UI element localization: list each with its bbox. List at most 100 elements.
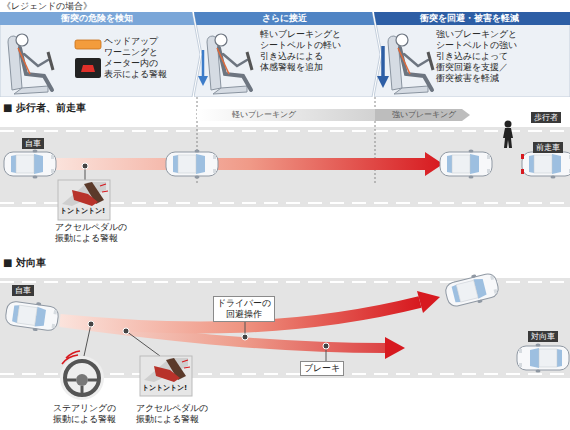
own-car xyxy=(166,150,218,179)
steering-spoke xyxy=(66,379,76,382)
stage-panel: 衝突を回避・被害を軽減強いブレーキングと シートベルトの強い 引き込みによって … xyxy=(374,12,570,97)
chevron-strip xyxy=(0,12,194,25)
chevron-body xyxy=(374,12,570,97)
lead-car xyxy=(521,150,570,179)
road-surface xyxy=(0,127,570,207)
box-text: ドライバーの 回避操作 xyxy=(217,298,271,320)
lane-line xyxy=(0,281,570,283)
avoid-path-arrow xyxy=(60,302,420,327)
chevron-strip xyxy=(194,12,374,25)
callout-dot xyxy=(242,334,248,340)
leader-line xyxy=(84,324,91,356)
brake-arrow xyxy=(381,46,385,78)
section-heading: ■ 対向車 xyxy=(3,256,46,270)
meter-display-icon xyxy=(75,58,101,78)
panel-heading: 衝突を回避・被害を軽減 xyxy=(374,12,564,25)
steering-rim xyxy=(65,361,99,395)
steering-spoke xyxy=(81,386,84,395)
tail-light xyxy=(521,169,524,174)
braking-phase: 強いブレーキング xyxy=(392,109,456,121)
hud-warning-icon xyxy=(75,40,101,49)
vibration-mark xyxy=(62,351,80,364)
seat-figure xyxy=(388,34,433,94)
chevron-body xyxy=(0,12,200,97)
chevron-outline xyxy=(374,12,570,97)
callout-dot xyxy=(88,321,94,327)
sound-text: トントントン! xyxy=(142,383,187,393)
leader-line xyxy=(85,166,86,180)
icon-backdrop xyxy=(60,356,104,400)
phase-guide-line xyxy=(375,97,376,185)
braking-phase: 軽いブレーキング xyxy=(232,109,296,121)
leader-line xyxy=(326,346,327,362)
chevron-body xyxy=(194,12,380,97)
leader-line xyxy=(245,320,246,337)
tail-light xyxy=(521,154,524,159)
road-surface xyxy=(0,278,570,378)
icon-caption: アクセルペダルの 振動による警報 xyxy=(55,222,127,244)
pedal-icon xyxy=(58,180,110,220)
callout-box: ドライバーの 回避操作 xyxy=(213,296,275,322)
steering-icon xyxy=(60,351,104,400)
panel-heading: 衝突の危険を検知 xyxy=(0,12,194,25)
brake-arrow-head xyxy=(377,76,389,88)
object-tag: 自車 xyxy=(22,138,44,149)
callout-dot xyxy=(323,343,329,349)
chevron-strip xyxy=(374,12,570,25)
arrow-head xyxy=(385,337,405,359)
stage-panel: 衝突の危険を検知ヘッドアップ ワーニングと メーター内の 表示による警報 xyxy=(0,12,200,97)
meter-car-icon xyxy=(81,65,95,72)
phase-guide-line xyxy=(197,97,198,185)
own-car xyxy=(4,150,56,179)
lane-line xyxy=(0,130,570,132)
brake-path-arrow xyxy=(60,322,385,348)
strong-braking-band xyxy=(375,109,470,121)
object-tag: 対向車 xyxy=(528,331,558,342)
diagram-title: 《レジェンドの場合》 xyxy=(2,0,92,13)
panel-body: ヘッドアップ ワーニングと メーター内の 表示による警報 xyxy=(104,36,167,80)
object-tag: 歩行者 xyxy=(531,112,561,123)
box-text: ブレーキ xyxy=(304,363,340,374)
brake-arrow-head xyxy=(198,76,208,86)
arrow-head xyxy=(417,291,440,313)
light-braking-band xyxy=(197,109,375,121)
callout-dot xyxy=(123,328,129,334)
brake-arrow xyxy=(202,50,205,78)
section-heading: ■ 歩行者、前走車 xyxy=(3,101,86,115)
own-car xyxy=(4,298,60,334)
seat-figure xyxy=(8,34,53,94)
leader-line xyxy=(126,331,160,356)
callout-dot xyxy=(82,163,88,169)
path-arrow xyxy=(55,152,443,176)
icon-caption: アクセルペダルの 振動による警報 xyxy=(136,403,208,425)
steering-spoke xyxy=(88,379,98,382)
pedestrian-head xyxy=(505,121,512,128)
sound-text: トントントン! xyxy=(60,206,105,216)
panel-body: 軽いブレーキングと シートベルトの軽い 引き込みによる 体感警報を追加 xyxy=(260,29,341,73)
pedestrian-body xyxy=(503,128,513,148)
chevron-outline xyxy=(194,12,380,97)
own-car xyxy=(443,270,500,311)
oncoming-car xyxy=(517,344,569,373)
own-car xyxy=(440,150,492,179)
panel-body: 強いブレーキングと シートベルトの強い 引き込みによって 衝突回避を支援／ 衝突… xyxy=(436,29,517,84)
pedestrian-figure xyxy=(503,121,513,149)
object-tag: 前走車 xyxy=(533,142,563,153)
chevron-outline xyxy=(0,12,200,97)
pedal-icon xyxy=(140,356,192,396)
lane-line xyxy=(0,373,570,375)
callout-box: ブレーキ xyxy=(300,361,344,376)
lead-car-body xyxy=(522,150,570,179)
panel-heading: さらに接近 xyxy=(194,12,374,25)
steering-hub xyxy=(76,374,88,386)
seat-figure xyxy=(207,34,252,94)
object-tag: 自車 xyxy=(12,285,34,296)
stage-panel: さらに接近軽いブレーキングと シートベルトの軽い 引き込みによる 体感警報を追加 xyxy=(194,12,380,97)
icon-caption: ステアリングの 振動による警報 xyxy=(53,403,116,425)
lane-line xyxy=(0,202,570,204)
